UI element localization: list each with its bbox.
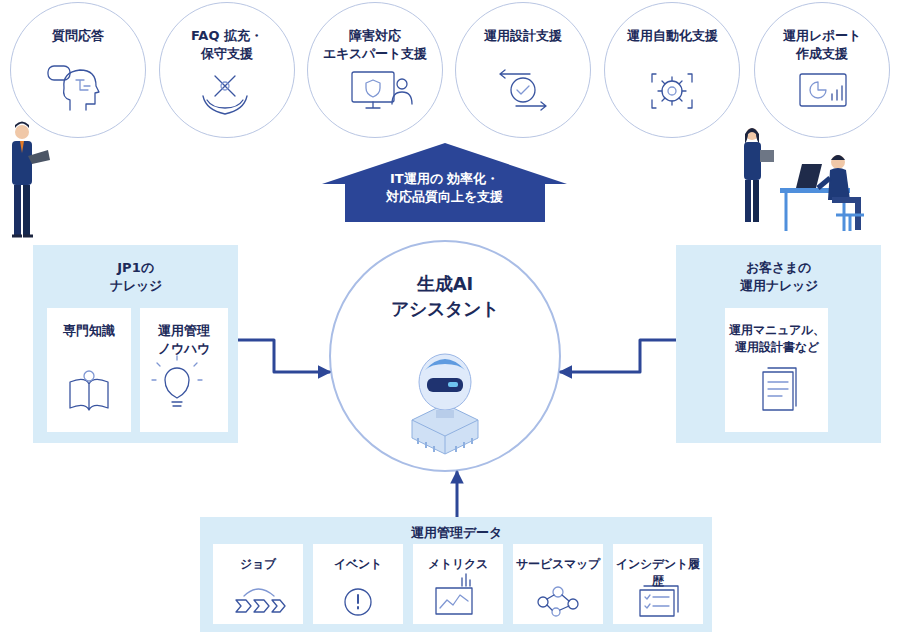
node-label: 障害対応 エキスパート支援 [314, 27, 436, 63]
hands-icon [203, 96, 247, 114]
metrics-line-icon [440, 595, 468, 608]
person-icon [392, 92, 412, 104]
job-flow-icon [236, 600, 285, 612]
job-cycle-icon [244, 589, 274, 596]
node-label: 運用管理 ノウハウ [146, 322, 222, 358]
event-icon [357, 595, 359, 609]
event-icon [345, 589, 371, 615]
service-circle: 運用自動化支援 [604, 2, 740, 138]
data-card: メトリクス [413, 544, 503, 624]
monitor-icon [366, 102, 380, 108]
node-label: メトリクス [414, 556, 502, 573]
speech-icon [48, 66, 70, 80]
node-label: イベント [314, 556, 402, 573]
history-icon [640, 590, 674, 616]
knowledge-card: 運用マニュアル、 運用設計書など [725, 308, 828, 432]
node-label: IT運用の 効率化・対応品質向上を支援 [343, 170, 547, 206]
metrics-icon [436, 588, 472, 614]
circuit-icon [76, 80, 90, 90]
gear-icon [668, 87, 676, 95]
medal-icon [84, 371, 94, 381]
map-node-icon [538, 597, 548, 607]
people-illustration [744, 128, 864, 231]
support-arrow: IT運用の 効率化・対応品質向上を支援 [322, 143, 567, 222]
node-label: お客さまの 運用ナレッジ [734, 259, 824, 295]
service-circle: 運用設計支援 [455, 2, 591, 138]
bulb-icon [165, 368, 189, 406]
node-label: 質問応答 [17, 27, 139, 45]
knowledge-panel: お客さまの 運用ナレッジ運用マニュアル、 運用設計書など [676, 245, 881, 443]
data-card: サービスマップ [513, 544, 603, 624]
node-label: FAQ 拡充・ 保守支援 [166, 27, 288, 63]
node-label: ジョブ [214, 556, 302, 573]
person-illustration [12, 122, 50, 237]
map-link-icon [547, 595, 569, 610]
document-icon [763, 372, 793, 410]
node-label: 運用管理データ [356, 524, 556, 542]
gear-icon [511, 78, 535, 102]
map-node-icon [552, 608, 560, 616]
knowledge-panel: JP1の ナレッジ専門知識 運用管理 ノウハウ [33, 245, 238, 443]
history-lines-icon [645, 595, 669, 608]
history-icon [644, 586, 678, 612]
cycle-arrow-icon [500, 70, 546, 110]
service-circle: 障害対応 エキスパート支援 [307, 2, 443, 138]
knowledge-card: 専門知識 [47, 308, 131, 432]
node-label: サービスマップ [514, 556, 602, 573]
report-icon [800, 74, 846, 106]
tools-icon [215, 76, 235, 96]
metrics-bar-icon [462, 574, 470, 586]
node-label: 運用設計支援 [462, 27, 584, 45]
tools-icon [221, 82, 229, 90]
node-label: 運用レポート 作成支援 [776, 27, 868, 63]
flow-connector [560, 340, 676, 372]
node-label: 運用自動化支援 [611, 27, 733, 45]
node-label: インシデント履歴 [614, 556, 702, 589]
book-icon [70, 379, 108, 410]
gear-icon [658, 77, 686, 105]
frame-icon [652, 74, 692, 108]
light-ray-icon [152, 356, 202, 380]
head-icon [64, 70, 99, 110]
person-icon [397, 79, 407, 89]
flow-connector [456, 471, 459, 517]
node-label: 生成AI アシスタント [383, 272, 507, 322]
node-label: 専門知識 [51, 322, 127, 340]
data-card: インシデント履歴 [613, 544, 703, 624]
data-panel: 運用管理データジョブイベントメトリクスサービスマップインシデント履歴 [200, 517, 712, 632]
document-icon [768, 368, 796, 406]
service-circle: 運用レポート 作成支援 [754, 2, 890, 138]
document-lines-icon [768, 382, 788, 396]
node-label: JP1の ナレッジ [100, 259, 172, 295]
flow-connector [238, 340, 330, 372]
bar-icon [832, 86, 842, 100]
monitor-icon [352, 72, 394, 102]
pie-icon [810, 82, 826, 98]
map-node-icon [553, 587, 563, 597]
shield-icon [366, 80, 380, 97]
data-card: イベント [313, 544, 403, 624]
robot-illustration [412, 354, 478, 454]
service-circle: FAQ 拡充・ 保守支援 [159, 2, 295, 138]
check-icon [517, 86, 529, 94]
node-label: 運用マニュアル、 運用設計書など [727, 322, 827, 355]
map-node-icon [568, 599, 578, 609]
